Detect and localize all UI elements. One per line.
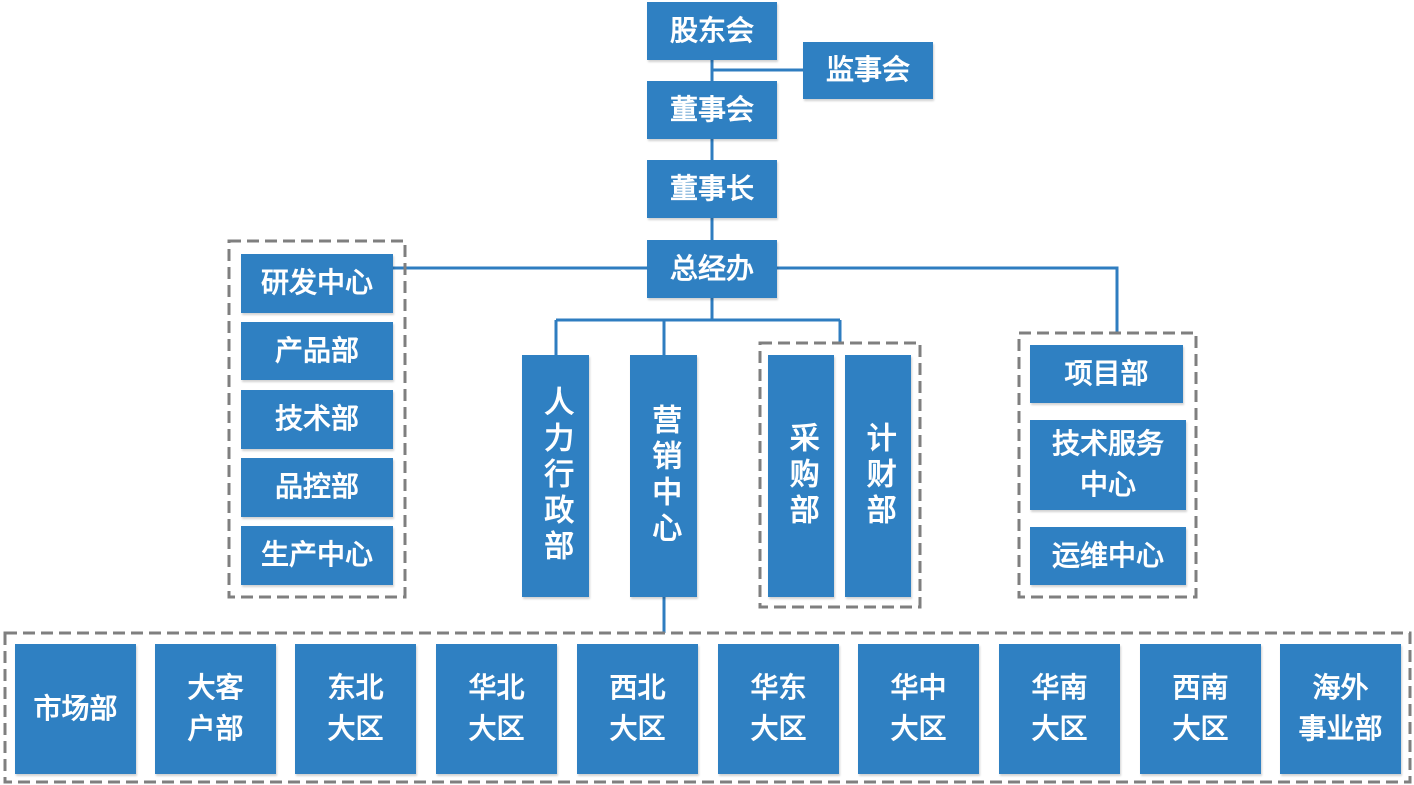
node-southwest-region: 西南 大区 xyxy=(1140,644,1261,774)
node-label-line-1: 西北 xyxy=(609,671,666,705)
node-label: 人力行政部 xyxy=(538,386,574,566)
node-label: 监事会 xyxy=(825,53,910,87)
node-chairman: 董事长 xyxy=(647,160,777,218)
node-purchasing: 采购部 xyxy=(768,355,834,597)
node-label-line-1: 华南 xyxy=(1031,671,1088,705)
node-label: 技术部 xyxy=(274,402,359,436)
node-south-region: 华南 大区 xyxy=(999,644,1120,774)
node-label: 研发中心 xyxy=(260,266,373,300)
node-label-line-1: 华中 xyxy=(890,671,947,705)
node-overseas-division: 海外 事业部 xyxy=(1280,644,1401,774)
node-label-line-2: 大区 xyxy=(1031,712,1088,745)
node-label-line-2: 大区 xyxy=(890,712,947,745)
node-label: 生产中心 xyxy=(260,538,373,572)
node-label-line-2: 大区 xyxy=(750,712,807,745)
node-gm-office: 总经办 xyxy=(647,240,777,298)
node-label: 品控部 xyxy=(274,470,359,504)
dashed-frames xyxy=(3,239,1412,784)
node-label: 计财部 xyxy=(860,422,896,530)
node-label: 产品部 xyxy=(274,333,359,367)
purchase-finance-frame xyxy=(758,341,922,609)
node-label-line-2: 户部 xyxy=(187,712,244,745)
node-qc-dept: 品控部 xyxy=(241,458,393,517)
node-label-line-2: 大区 xyxy=(468,712,525,745)
node-product-dept: 产品部 xyxy=(241,322,393,380)
node-label: 总经办 xyxy=(669,251,754,285)
node-northwest-region: 西北 大区 xyxy=(577,644,698,774)
node-marketing-center: 营销中心 xyxy=(630,355,697,597)
node-project-dept: 项目部 xyxy=(1030,345,1183,403)
node-label: 采购部 xyxy=(783,422,819,530)
node-finance: 计财部 xyxy=(845,355,911,597)
connector-lines xyxy=(393,60,1119,633)
node-label: 董事长 xyxy=(669,171,754,205)
node-central-region: 华中 大区 xyxy=(858,644,979,774)
node-label: 项目部 xyxy=(1064,356,1149,390)
node-label-line-1: 技术服务 xyxy=(1051,427,1164,461)
node-label: 营销中心 xyxy=(646,404,682,548)
node-label: 运维中心 xyxy=(1051,538,1164,572)
node-north-region: 华北 大区 xyxy=(436,644,557,774)
node-ops-center: 运维中心 xyxy=(1030,527,1186,585)
node-tech-dept: 技术部 xyxy=(241,390,393,449)
node-label-line-1: 华东 xyxy=(750,671,807,705)
node-label-line-1: 东北 xyxy=(327,671,384,705)
node-supervisors: 监事会 xyxy=(803,42,933,99)
node-label-line-2: 大区 xyxy=(609,712,666,745)
node-label-line-2: 大区 xyxy=(327,712,384,745)
node-production-center: 生产中心 xyxy=(241,526,393,585)
node-northeast-region: 东北 大区 xyxy=(295,644,416,774)
node-label-line-2: 中心 xyxy=(1079,468,1136,501)
node-east-region: 华东 大区 xyxy=(718,644,839,774)
sales-units-frame xyxy=(3,631,1412,784)
node-board: 董事会 xyxy=(647,81,777,139)
node-hr-admin: 人力行政部 xyxy=(522,355,589,597)
node-label-line-2: 事业部 xyxy=(1298,712,1383,745)
node-label-line-1: 海外 xyxy=(1312,671,1369,705)
right-group-frame xyxy=(1017,331,1198,599)
line-gm-right-group xyxy=(777,266,1119,333)
node-label-line-1: 大客 xyxy=(187,671,244,705)
node-label: 股东会 xyxy=(669,13,754,47)
node-key-account-dept: 大客 户部 xyxy=(155,644,276,774)
node-tech-service-center: 技术服务 中心 xyxy=(1030,420,1186,510)
node-market-dept: 市场部 xyxy=(15,644,136,774)
node-label-line-2: 大区 xyxy=(1172,712,1229,745)
node-label: 董事会 xyxy=(669,92,754,126)
node-rd-center: 研发中心 xyxy=(241,254,393,313)
left-group-frame xyxy=(227,239,407,599)
node-shareholders: 股东会 xyxy=(647,2,777,60)
node-label: 市场部 xyxy=(33,691,118,725)
node-label-line-1: 华北 xyxy=(468,671,525,705)
node-label-line-1: 西南 xyxy=(1172,671,1229,705)
